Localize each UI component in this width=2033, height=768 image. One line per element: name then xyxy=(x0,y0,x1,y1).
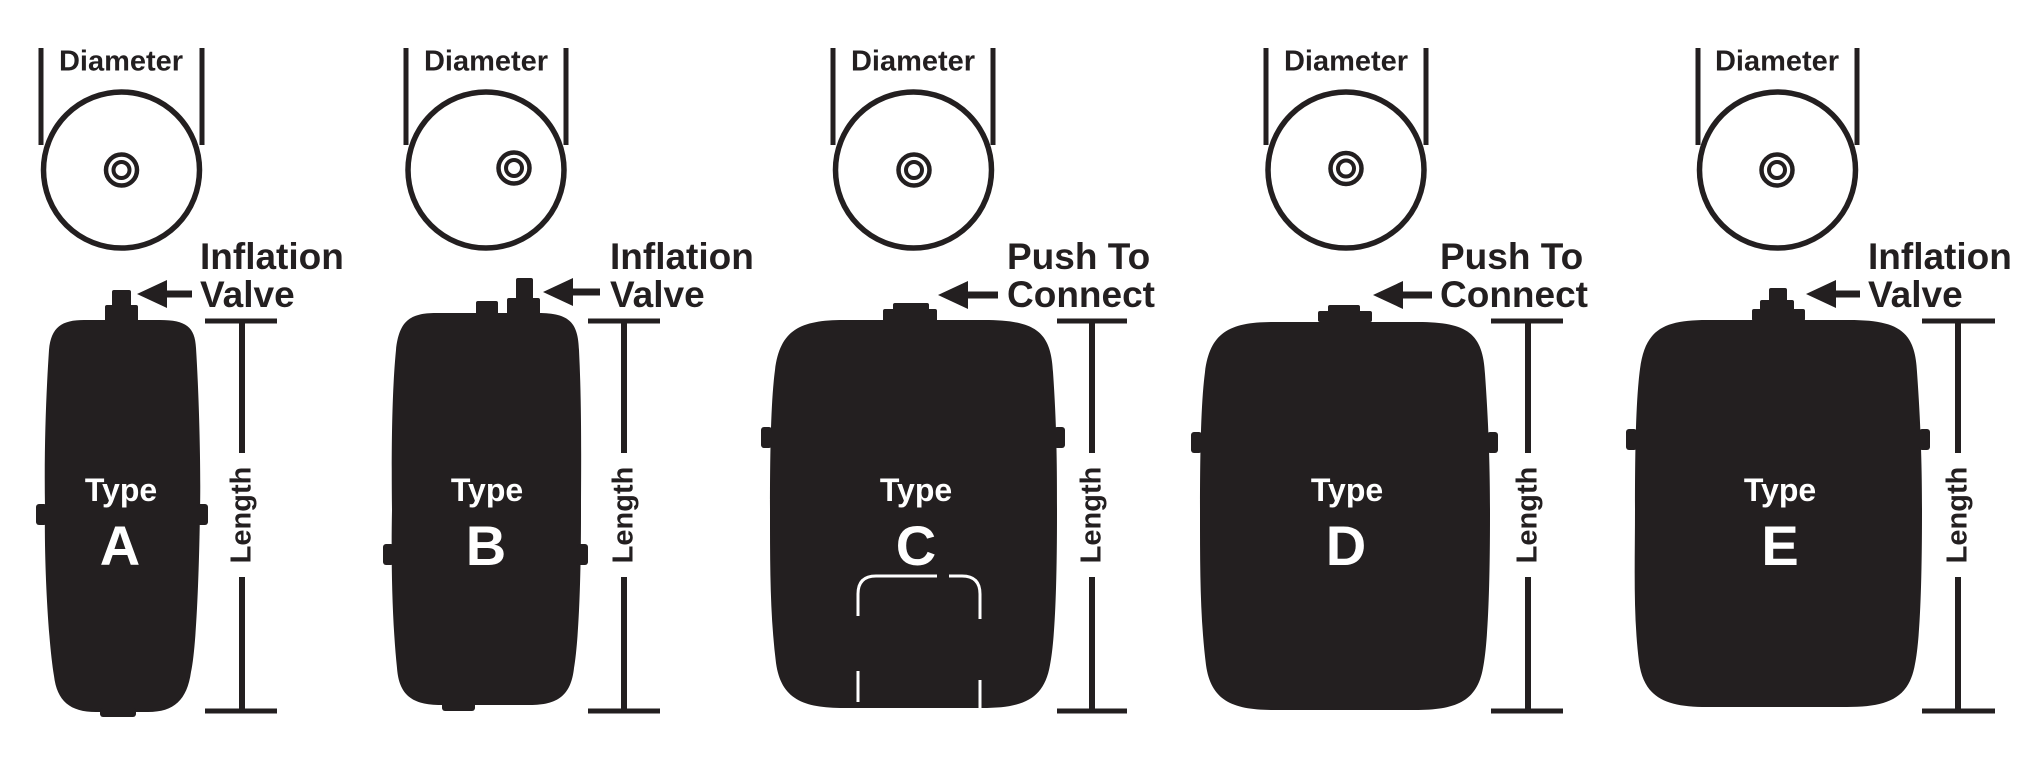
unit-a-side-nub-right xyxy=(197,504,208,525)
unit-e-valve-base xyxy=(1752,309,1805,321)
unit-b-arrow-left-icon xyxy=(543,278,600,306)
unit-c-type-letter: C xyxy=(895,514,937,577)
unit-e-arrow-left-icon xyxy=(1806,280,1860,308)
unit-e-annotation-line-2: Valve xyxy=(1868,274,1963,315)
unit-c-graphics xyxy=(761,48,1127,714)
unit-b-body-silhouette xyxy=(391,313,582,705)
unit-a-body-silhouette xyxy=(44,320,201,712)
unit-d-annotation-line-2: Connect xyxy=(1440,274,1588,315)
unit-c-push-to-connect-fitting-base xyxy=(883,309,937,322)
unit-d-arrow-left-icon xyxy=(1373,281,1432,309)
unit-d-annotation-line-1: Push To xyxy=(1440,236,1584,277)
unit-c-diameter-label: Diameter xyxy=(850,45,976,78)
unit-a-arrow-left-icon xyxy=(137,280,192,308)
unit-c-valve-core-icon xyxy=(896,152,932,188)
unit-c-side-nub-right xyxy=(1054,427,1065,448)
unit-d-diameter-label: Diameter xyxy=(1283,45,1409,78)
unit-c-annotation-line-2: Connect xyxy=(1007,274,1155,315)
unit-c-bead-plate-outline xyxy=(856,574,982,709)
unit-d-body-silhouette xyxy=(1200,322,1490,710)
unit-b-valve-base xyxy=(507,298,540,315)
unit-b-side-nub-left xyxy=(383,544,394,565)
unit-b-annotation-line-1: Inflation xyxy=(610,236,754,277)
unit-d-length-dimension xyxy=(1491,318,1563,714)
unit-e-valve-core-inner xyxy=(1767,160,1787,180)
unit-b-valve-core-icon xyxy=(496,150,532,186)
unit-c-side-nub-left xyxy=(761,427,772,448)
unit-e-valve-core-icon xyxy=(1759,152,1795,188)
unit-b-valve-core-inner xyxy=(504,158,524,178)
unit-b-annotation-line-2: Valve xyxy=(610,274,705,315)
unit-b-length-label: Length xyxy=(607,466,640,564)
unit-a-valve-core-inner xyxy=(111,160,132,180)
unit-d-type-letter: D xyxy=(1325,514,1367,577)
unit-d-graphics xyxy=(1191,48,1563,714)
unit-d-push-to-connect-fitting-base xyxy=(1318,311,1372,322)
unit-d-top-view-circle xyxy=(1265,89,1427,251)
unit-c-body-silhouette xyxy=(770,320,1057,708)
unit-a-valve-core-icon xyxy=(103,152,140,188)
unit-e-annotation-line-1: Inflation xyxy=(1868,236,2012,277)
unit-e-type-word: Type xyxy=(1743,472,1817,508)
unit-c-length-label: Length xyxy=(1075,466,1108,564)
unit-a-diameter-label: Diameter xyxy=(58,45,184,78)
unit-b-length-dimension xyxy=(588,318,660,714)
unit-a-valve-base xyxy=(105,305,138,322)
unit-b-top-view-circle xyxy=(405,89,567,251)
unit-c-valve-core-inner xyxy=(904,160,924,180)
unit-e-top-view-circle xyxy=(1696,89,1859,251)
unit-e-graphics xyxy=(1626,48,1995,714)
unit-a-top-view-circle xyxy=(40,89,203,251)
unit-a-type-word: Type xyxy=(84,472,158,508)
unit-b-side-nub-right xyxy=(577,544,588,565)
unit-e-body-silhouette xyxy=(1634,320,1922,707)
unit-e-length-label: Length xyxy=(1941,466,1974,564)
unit-d-side-nub-left xyxy=(1191,432,1202,453)
unit-b-type-word: Type xyxy=(450,472,524,508)
unit-c-top-view-circle xyxy=(832,89,995,251)
unit-e-side-nub-left xyxy=(1626,429,1637,450)
unit-b-bottom-nub xyxy=(442,701,475,711)
unit-b-top-bump xyxy=(476,301,498,315)
unit-a-type-letter: A xyxy=(99,514,141,577)
unit-a-bottom-nub xyxy=(100,708,136,717)
unit-d-length-label: Length xyxy=(1511,466,1544,564)
unit-e-side-nub-right xyxy=(1919,429,1930,450)
unit-e-diameter-label: Diameter xyxy=(1714,45,1840,78)
unit-c-arrow-left-icon xyxy=(938,281,998,309)
unit-a-annotation-line-1: Inflation xyxy=(200,236,344,277)
unit-b-graphics xyxy=(383,48,660,714)
unit-d-valve-core-icon xyxy=(1328,150,1364,187)
unit-a-annotation-line-2: Valve xyxy=(200,274,295,315)
unit-c-type-word: Type xyxy=(879,472,953,508)
unit-b-type-letter: B xyxy=(465,514,507,577)
unit-c-annotation-line-1: Push To xyxy=(1007,236,1151,277)
unit-d-valve-core-inner xyxy=(1336,158,1356,179)
unit-d-type-word: Type xyxy=(1310,472,1384,508)
unit-c-length-dimension xyxy=(1057,318,1127,714)
unit-b-diameter-label: Diameter xyxy=(423,45,549,78)
unit-d-side-nub-right xyxy=(1487,432,1498,453)
unit-e-type-letter: E xyxy=(1761,514,1799,577)
unit-a-length-label: Length xyxy=(225,466,258,564)
unit-e-length-dimension xyxy=(1922,318,1995,714)
unit-a-side-nub-left xyxy=(36,504,47,525)
unit-a-length-dimension xyxy=(205,318,277,714)
unit-a-graphics xyxy=(36,48,277,717)
